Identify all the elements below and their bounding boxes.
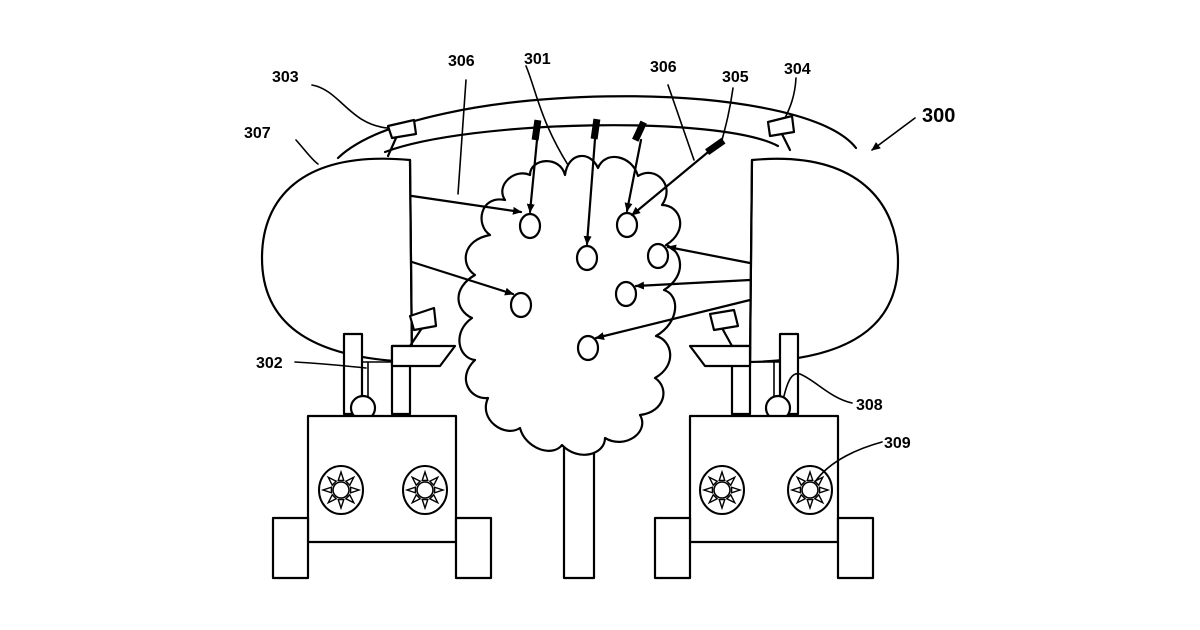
- left-canopy: [262, 159, 412, 362]
- label-system: 300: [922, 105, 955, 127]
- wheel-light-icon: [788, 466, 832, 514]
- tree-trunk: [564, 440, 594, 578]
- right-canopy: [750, 159, 898, 362]
- right-boom-sensor: [768, 116, 794, 150]
- wheel-light-icon: [403, 466, 447, 514]
- wheel-light-icon: [319, 466, 363, 514]
- label-frame-left: 306: [448, 53, 475, 70]
- tree-canopy: [459, 156, 681, 455]
- label-sensor-right: 304: [784, 61, 811, 78]
- label-emitter: 305: [722, 69, 749, 86]
- label-frame-right: 306: [650, 59, 677, 76]
- label-joint: 308: [856, 397, 883, 414]
- wheel-light-icon: [700, 466, 744, 514]
- emitter-bars: [532, 119, 726, 155]
- label-tree: 301: [524, 51, 551, 68]
- label-canopy: 307: [244, 125, 271, 142]
- label-sensor-left: 303: [272, 69, 299, 86]
- label-wheel-light: 309: [884, 435, 911, 452]
- label-machine: 302: [256, 355, 283, 372]
